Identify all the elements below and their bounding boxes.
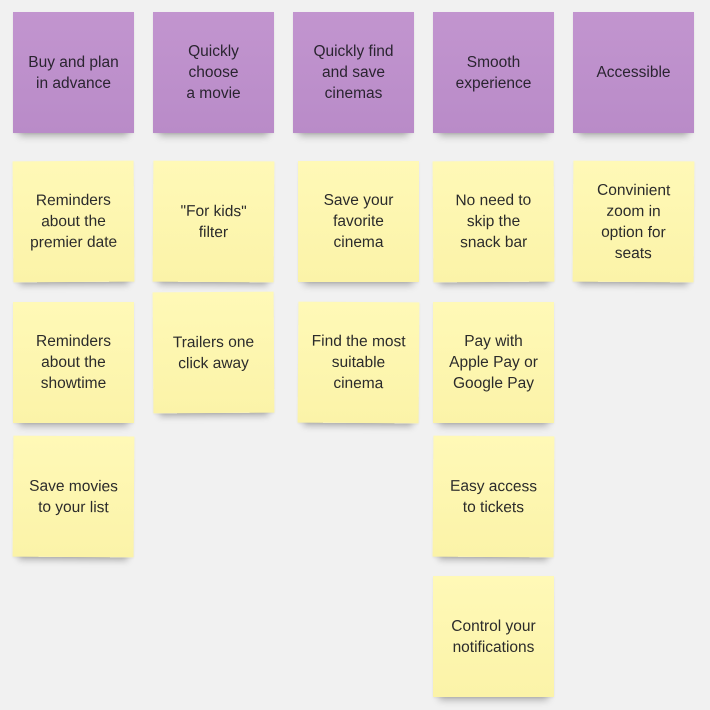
note-find-suitable-cinema[interactable]: Find the most suitable cinema [297,301,420,424]
note-zoom-seats[interactable]: Convinient zoom in option for seats [572,160,695,283]
note-apple-google-pay[interactable]: Pay with Apple Pay or Google Pay [433,302,554,423]
note-reminders-premier[interactable]: Reminders about the premier date [12,160,135,283]
header-note-accessible[interactable]: Accessible [573,12,694,133]
header-note-choose-movie[interactable]: Quickly choose a movie [153,12,274,133]
note-for-kids-filter[interactable]: "For kids" filter [152,160,275,283]
note-save-movies[interactable]: Save movies to your list [12,435,135,558]
note-reminders-showtime[interactable]: Reminders about the showtime [13,302,134,423]
header-note-smooth-experience[interactable]: Smooth experience [433,12,554,133]
note-trailers[interactable]: Trailers one click away [152,291,275,414]
note-snack-bar[interactable]: No need to skip the snack bar [432,160,555,283]
header-note-find-cinemas[interactable]: Quickly find and save cinemas [293,12,414,133]
note-easy-tickets[interactable]: Easy access to tickets [432,435,555,558]
header-note-buy-and-plan[interactable]: Buy and plan in advance [13,12,134,133]
note-control-notifications[interactable]: Control your notifications [433,576,554,697]
note-save-favorite-cinema[interactable]: Save your favorite cinema [298,161,419,282]
